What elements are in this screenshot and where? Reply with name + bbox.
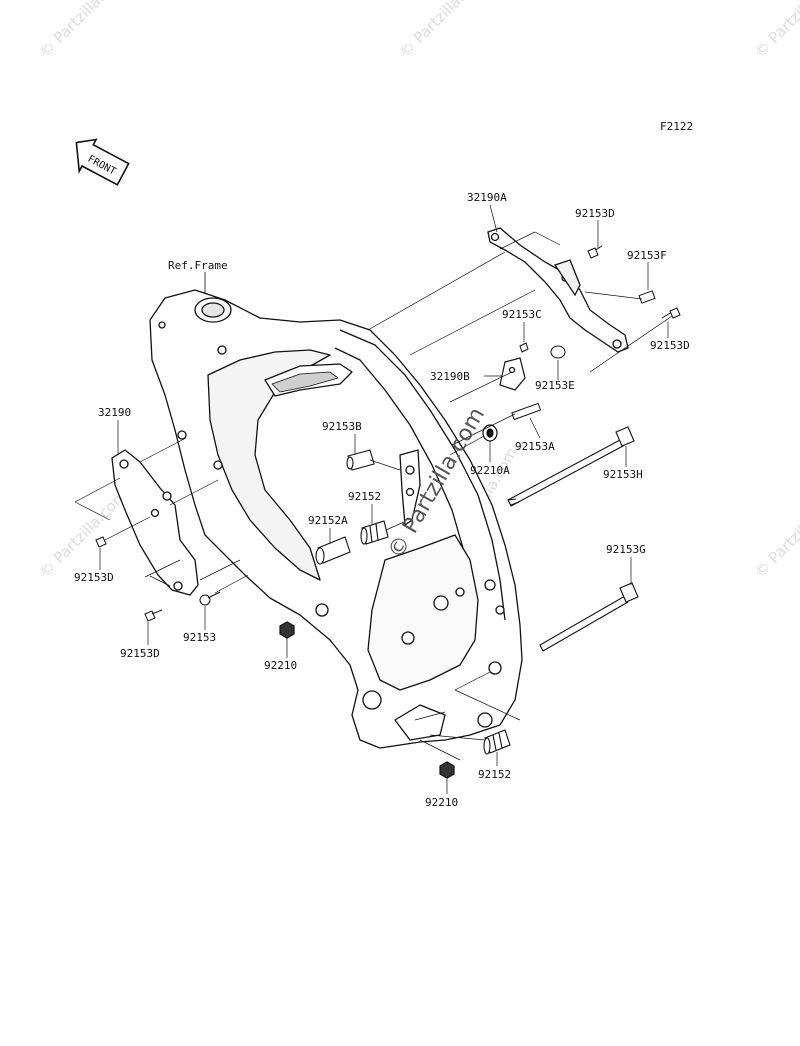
watermark-top-right: © Partzilla.com xyxy=(751,0,800,61)
label-92153H: 92153H xyxy=(603,468,643,481)
label-92153D-bottom: 92153D xyxy=(120,647,160,660)
bolt-92153F xyxy=(638,290,656,304)
watermark-mid-right: © Partzilla.com xyxy=(751,487,800,582)
part-labels: 32190A 92153D 92153F 92153C 92153D 32190… xyxy=(74,191,690,809)
label-92153G: 92153G xyxy=(606,543,646,556)
bolt-92153D-left xyxy=(95,536,107,548)
label-32190: 32190 xyxy=(98,406,131,419)
watermark-top-mid: © Partzilla.com xyxy=(396,0,491,61)
figure-code: F2122 xyxy=(660,120,693,133)
bolt-92153C xyxy=(519,342,529,353)
motorcycle-frame xyxy=(149,289,523,749)
bracket-32190A xyxy=(487,227,629,353)
label-92152A: 92152A xyxy=(308,514,348,527)
spacer-92152A xyxy=(315,536,351,565)
through-bolt-92153H xyxy=(507,426,635,507)
label-92153A: 92153A xyxy=(515,440,555,453)
label-92153F: 92153F xyxy=(627,249,667,262)
bolt-92153D-right xyxy=(661,307,681,319)
ref-frame-label: Ref.Frame xyxy=(168,259,228,272)
label-92153D-right: 92153D xyxy=(650,339,690,352)
through-bolt-92153G xyxy=(539,582,639,652)
collar-92153B xyxy=(346,449,375,471)
watermark-top-left: © Partzilla.com xyxy=(36,0,131,61)
label-32190A: 32190A xyxy=(467,191,507,204)
bolt-92153 xyxy=(199,591,221,606)
nut-92210-left xyxy=(279,621,295,639)
collar-92210A xyxy=(482,424,498,442)
label-92210A: 92210A xyxy=(470,464,510,477)
bracket-32190 xyxy=(111,449,199,596)
collar-92152-bottom xyxy=(483,729,511,755)
label-92153D-left: 92153D xyxy=(74,571,114,584)
label-32190B: 32190B xyxy=(430,370,470,383)
bracket-32190B xyxy=(499,357,526,391)
label-92153C: 92153C xyxy=(502,308,542,321)
nut-92210-bottom xyxy=(439,761,455,779)
label-92210-bottom: 92210 xyxy=(425,796,458,809)
label-92152-bottom: 92152 xyxy=(478,768,511,781)
label-92152-mid: 92152 xyxy=(348,490,381,503)
label-92153B: 92153B xyxy=(322,420,362,433)
collar-92152-mid xyxy=(360,520,389,545)
bolt-92153D-bottom xyxy=(144,609,163,622)
collar-92153E xyxy=(550,345,566,359)
bolt-92153A xyxy=(511,402,542,421)
label-92153D-top: 92153D xyxy=(575,207,615,220)
bolt-92153D-top xyxy=(587,245,603,259)
label-92153: 92153 xyxy=(183,631,216,644)
label-92210-left: 92210 xyxy=(264,659,297,672)
label-92153E: 92153E xyxy=(535,379,575,392)
leader-lines xyxy=(74,204,673,794)
front-arrow-icon: FRONT xyxy=(75,138,130,186)
